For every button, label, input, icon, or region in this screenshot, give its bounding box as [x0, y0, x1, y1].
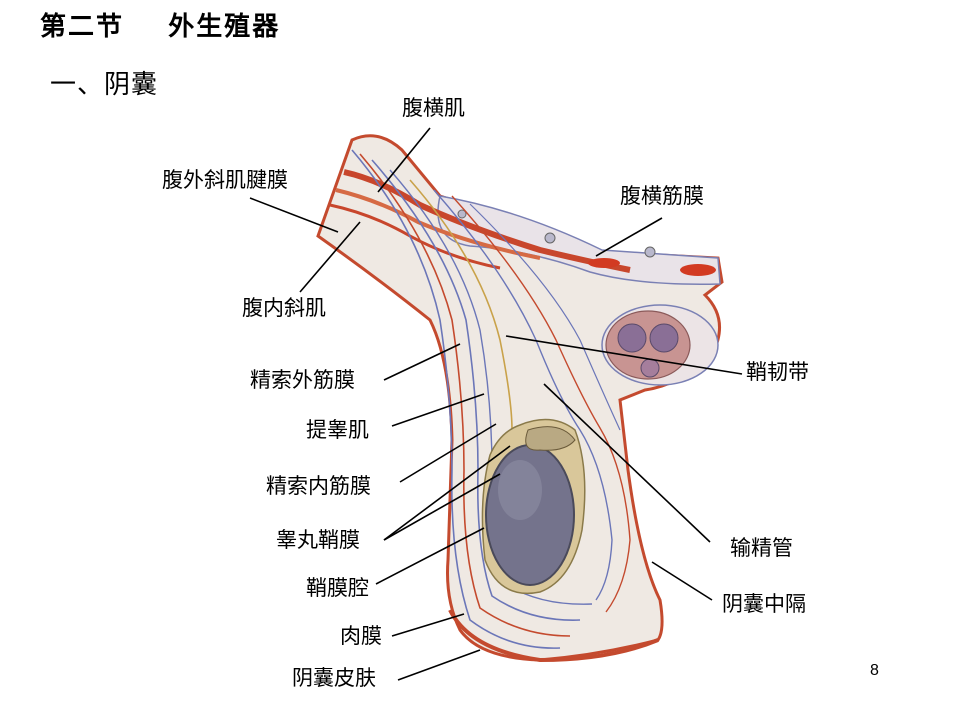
corpus-cavernosum-right	[649, 323, 679, 353]
fascia-line-2	[359, 153, 571, 637]
label-scrotal-skin: 阴囊皮肤	[292, 666, 376, 690]
label-tunica-vaginalis: 睾丸鞘膜	[276, 528, 360, 552]
leader-external-oblique-aponeurosis	[249, 197, 339, 233]
leader-scrotal-septum	[651, 561, 713, 601]
fascia-line-7	[451, 195, 631, 613]
subsection-heading: 一、阴囊	[50, 70, 159, 100]
label-internal-oblique: 腹内斜肌	[242, 296, 326, 320]
fascia-line-6	[433, 189, 613, 601]
muscle-band-middle	[335, 188, 541, 260]
fascia-line-5	[409, 179, 513, 431]
abdominal-wall	[437, 195, 721, 285]
leader-scrotal-skin	[397, 649, 481, 681]
testis-highlight	[498, 460, 542, 520]
label-scrotal-septum: 阴囊中隔	[722, 592, 806, 616]
vessel-3	[457, 209, 467, 219]
leader-internal-oblique	[299, 221, 361, 293]
label-external-spermatic-fascia: 精索外筋膜	[250, 368, 355, 392]
label-vaginal-cavity: 鞘膜腔	[306, 576, 369, 600]
label-vas-deferens: 输精管	[730, 536, 793, 560]
label-dartos: 肉膜	[340, 624, 382, 648]
corpus-cavernosum-left	[617, 323, 647, 353]
fascia-line-8	[469, 203, 621, 431]
leader-vaginal-cavity	[375, 527, 485, 585]
fascia-line-3	[371, 159, 581, 621]
leader-cremaster	[391, 393, 485, 427]
label-suspensory-ligament: 鞘韧带	[746, 360, 809, 384]
leader-external-spermatic-fascia	[383, 343, 461, 381]
corpus-spongiosum	[640, 358, 660, 378]
leader-transversus-abdominis	[377, 127, 431, 193]
label-transversalis-fascia: 腹横筋膜	[620, 184, 704, 208]
page-number: 8	[870, 662, 879, 679]
vessel-2	[644, 246, 656, 258]
muscle-oval-2	[680, 264, 716, 276]
section-heading: 第二节 外生殖器	[40, 6, 280, 43]
leader-transversalis-fascia	[595, 217, 663, 257]
leader-vas-deferens	[543, 383, 711, 543]
label-cremaster: 提睾肌	[306, 418, 369, 442]
vessel-1	[544, 232, 556, 244]
label-external-oblique-aponeurosis: 腹外斜肌腱膜	[162, 168, 288, 192]
leader-internal-spermatic-fascia	[399, 423, 497, 483]
fascia-line-1	[351, 149, 561, 649]
dartos-red-edge	[448, 609, 659, 663]
section-number: 第二节	[40, 12, 125, 42]
label-transversus-abdominis: 腹横肌	[402, 96, 465, 120]
leader-tunica-vaginalis-a	[383, 445, 511, 541]
leader-dartos	[391, 613, 465, 637]
epididymis	[525, 426, 576, 451]
section-title: 外生殖器	[168, 12, 281, 42]
label-internal-spermatic-fascia: 精索内筋膜	[266, 474, 371, 498]
leader-tunica-vaginalis-b	[383, 473, 501, 541]
leader-suspensory-ligament	[505, 335, 743, 375]
muscle-oval-1	[588, 258, 620, 268]
